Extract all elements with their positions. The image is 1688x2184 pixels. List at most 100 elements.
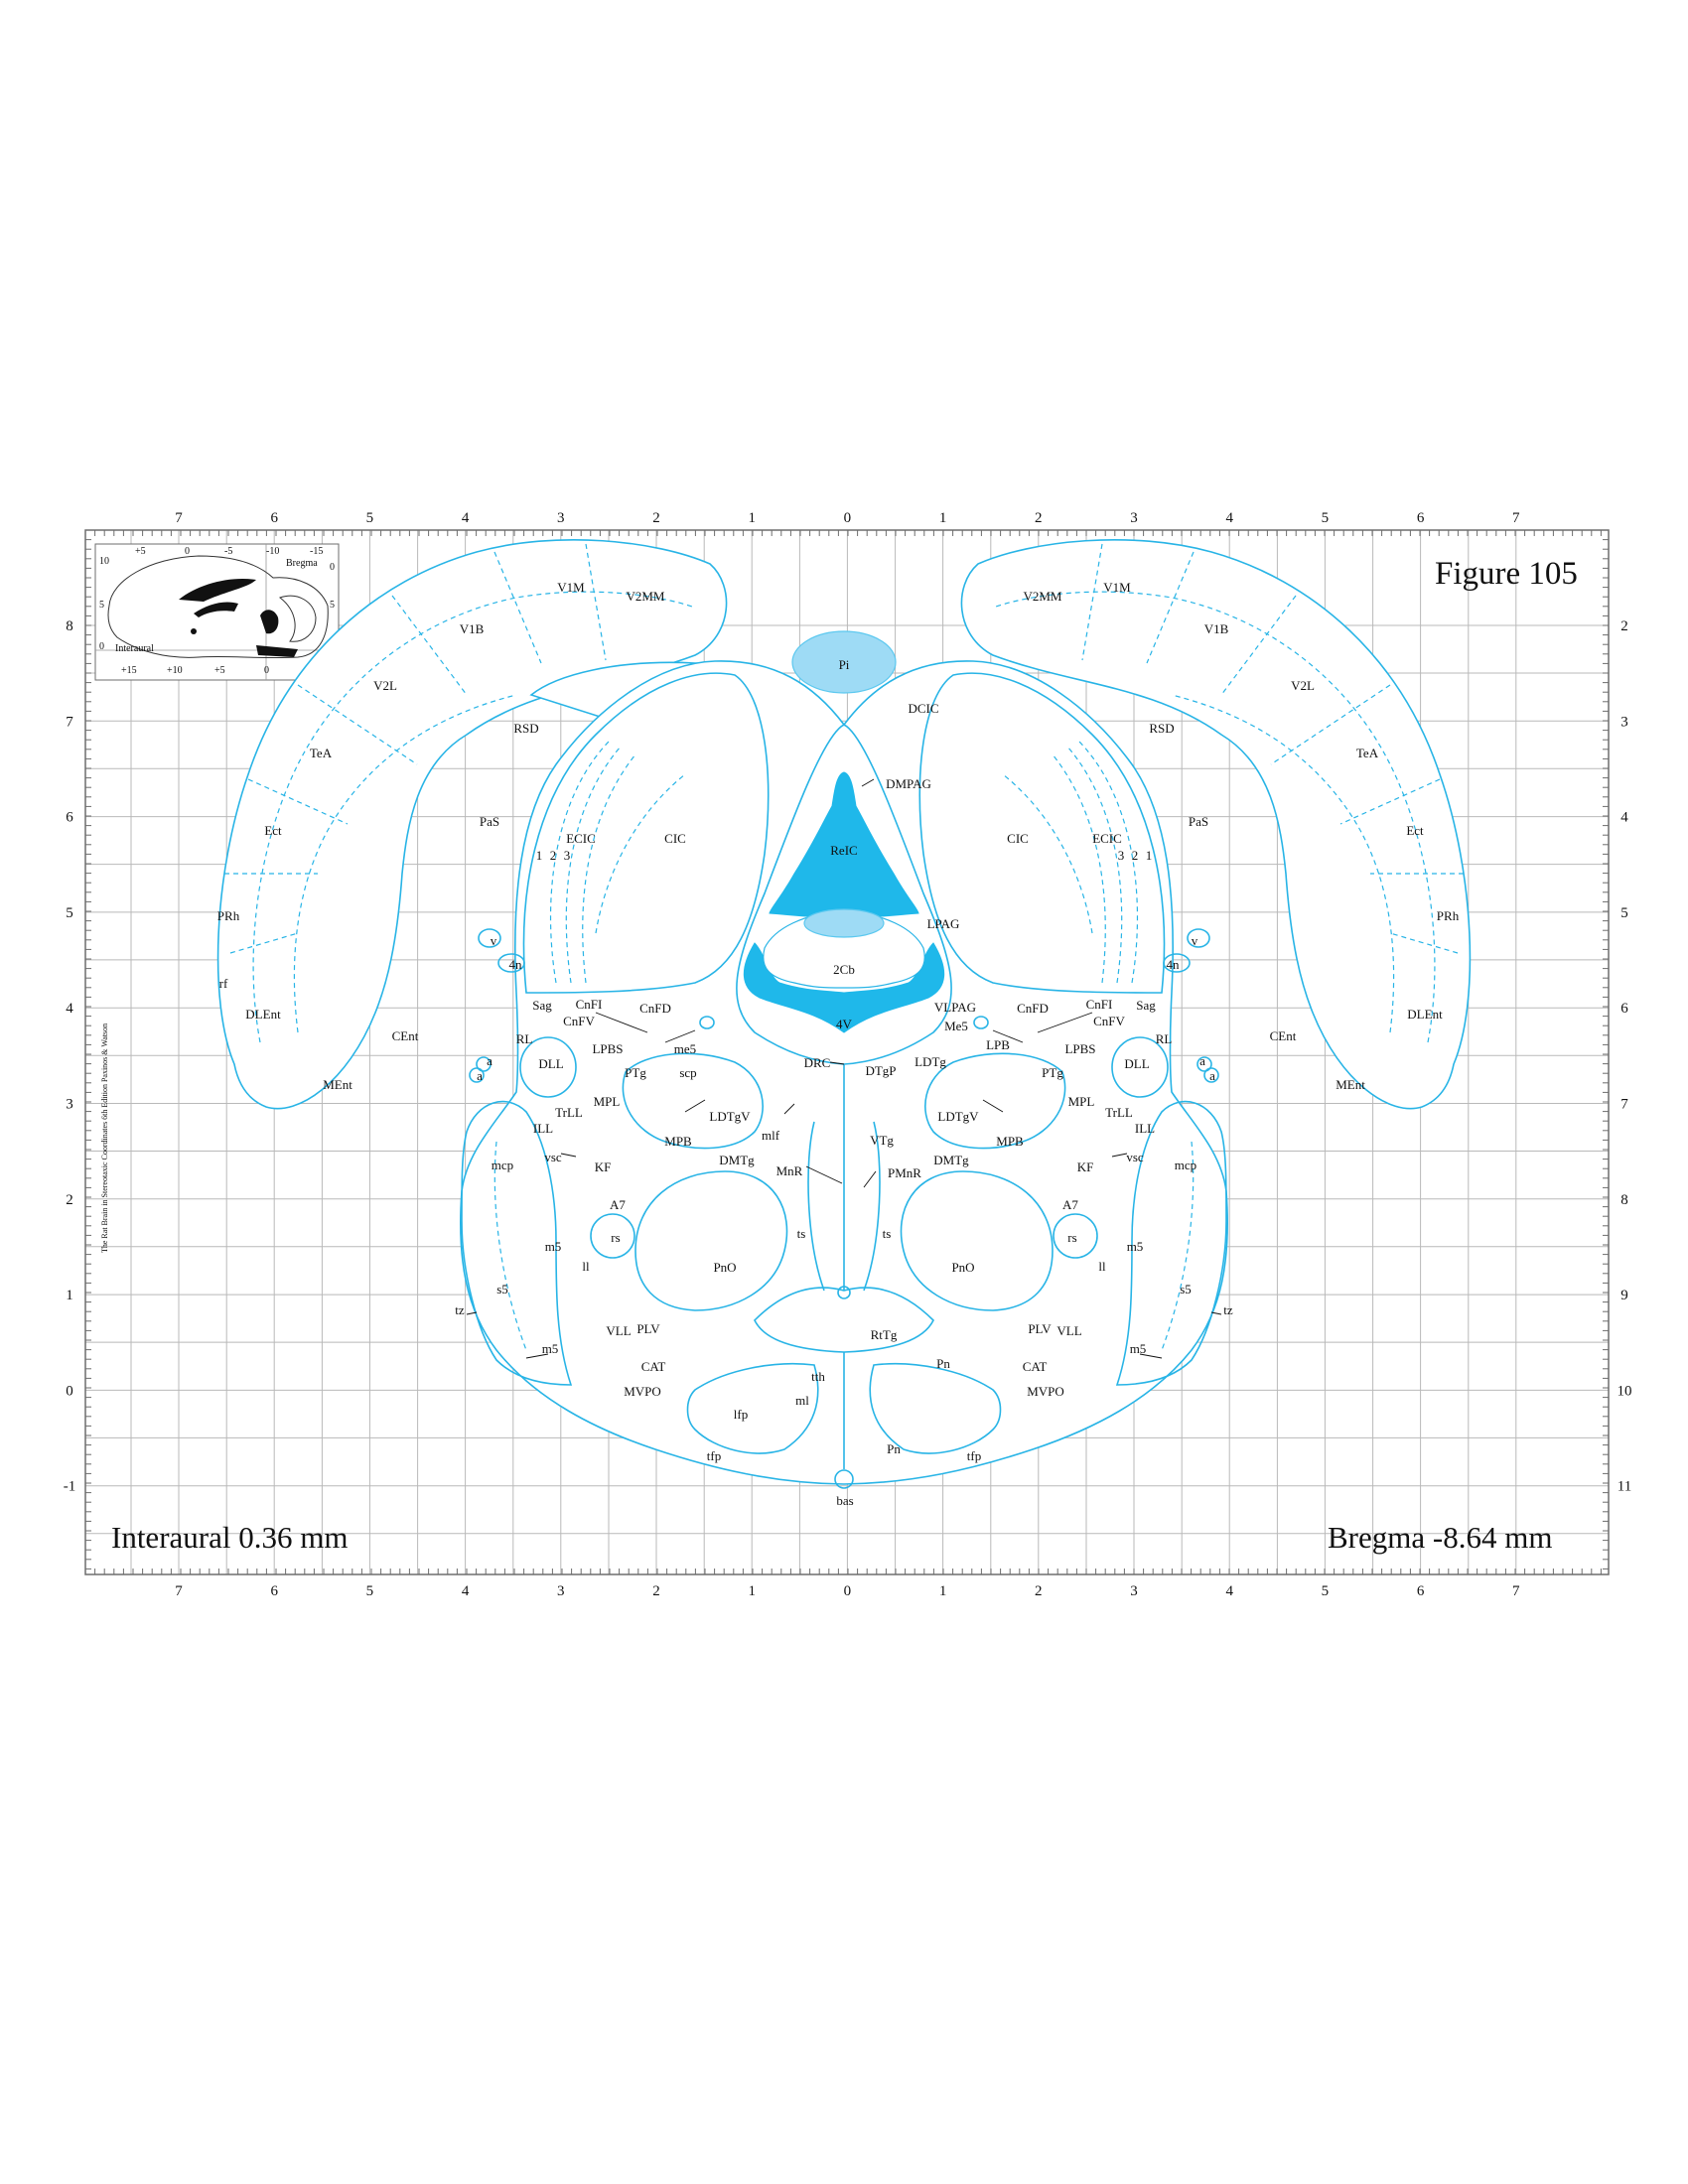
region-label-tea: TeA <box>1356 746 1379 760</box>
region-label-lpbs: LPBS <box>1064 1041 1095 1056</box>
figure-title: Figure 105 <box>1435 556 1578 592</box>
region-label-n2: 2 <box>1132 848 1139 863</box>
region-label-mpl: MPL <box>1068 1094 1095 1109</box>
axis-top-label: 1 <box>748 510 756 526</box>
region-label-ts: ts <box>797 1226 806 1241</box>
region-label-kf: KF <box>1077 1160 1094 1174</box>
region-label-v1m: V1M <box>557 580 585 595</box>
region-label-v2l: V2L <box>1291 678 1315 693</box>
axis-top-label: 5 <box>1322 510 1330 526</box>
region-labels: PiDCICDMPAGReICLPAG2Cb4VVLPAGV1MV2MMV1BV… <box>217 580 1460 1508</box>
axis-top-label: 2 <box>652 510 660 526</box>
region-label-vsc: vsc <box>544 1150 562 1164</box>
inset-bregma-label: Bregma <box>286 558 318 569</box>
axis-left-label: 4 <box>66 1001 73 1017</box>
region-label-cat: CAT <box>641 1359 666 1374</box>
axis-top-label: 4 <box>462 510 470 526</box>
region-label-mlf: mlf <box>762 1128 780 1143</box>
axis-left-label: 0 <box>66 1383 73 1399</box>
inset-right-num-1: 5 <box>330 600 335 611</box>
axis-top-label: 1 <box>939 510 947 526</box>
region-label-mvpo: MVPO <box>624 1384 661 1399</box>
region-label-dll: DLL <box>1124 1056 1149 1071</box>
region-label-cat: CAT <box>1023 1359 1048 1374</box>
region-label-pmnr: PMnR <box>888 1165 921 1180</box>
region-label-pi: Pi <box>839 657 850 672</box>
region-label-ldtg: LDTg <box>914 1054 946 1069</box>
region-label-rl: RL <box>1156 1031 1173 1046</box>
axis-top-label: 7 <box>175 510 183 526</box>
region-label-cnfv: CnFV <box>563 1014 595 1028</box>
region-label-4n: 4n <box>1167 957 1181 972</box>
region-label-rsd: RSD <box>513 721 538 736</box>
axis-right-label: 5 <box>1620 905 1628 921</box>
region-label-sag: Sag <box>1136 998 1156 1013</box>
region-label-v1m: V1M <box>1103 580 1131 595</box>
inset-left-num-0: 10 <box>99 556 109 567</box>
axis-bottom-label: 7 <box>1512 1583 1520 1599</box>
axis-left-label: 7 <box>66 714 73 730</box>
region-label-cnfv: CnFV <box>1093 1014 1125 1028</box>
axis-bottom-label: 5 <box>1322 1583 1330 1599</box>
region-label-pno: PnO <box>951 1260 974 1275</box>
region-label-scp: scp <box>679 1065 696 1080</box>
region-label-vlpag: VLPAG <box>934 1000 976 1015</box>
axis-left-label: 6 <box>66 810 73 826</box>
region-label-dlent: DLEnt <box>1407 1007 1443 1022</box>
region-label-ptg: PTg <box>625 1065 646 1080</box>
region-label-mvpo: MVPO <box>1027 1384 1064 1399</box>
region-label-s5: s5 <box>1180 1282 1192 1297</box>
region-label-tea: TeA <box>310 746 333 760</box>
inset-top-num-2: -5 <box>224 546 232 557</box>
region-label-prh: PRh <box>217 908 240 923</box>
leader-lines <box>466 778 1222 1359</box>
region-label-vll: VLL <box>1056 1323 1081 1338</box>
region-label-vtg: VTg <box>870 1133 894 1148</box>
region-label-bas: bas <box>836 1493 853 1508</box>
region-label-lpag: LPAG <box>927 916 960 931</box>
interaural-coordinate: Interaural 0.36 mm <box>111 1520 348 1555</box>
axis-left-label: 8 <box>66 618 73 634</box>
axis-right-label: 6 <box>1620 1001 1628 1017</box>
region-label-n1: 1 <box>1146 848 1153 863</box>
axis-bottom-label: 3 <box>1130 1583 1138 1599</box>
region-label-cent: CEnt <box>392 1028 419 1043</box>
region-label-dlent: DLEnt <box>245 1007 281 1022</box>
region-label-a: a <box>1209 1068 1215 1083</box>
region-label-cnfi: CnFI <box>1086 997 1113 1012</box>
region-label-ll: ll <box>1098 1259 1106 1274</box>
sagittal-inset: 10 5 0 +5 0 -5 -10 -15 0 5 Bregma Intera… <box>94 543 340 681</box>
region-label-4v: 4V <box>836 1017 853 1031</box>
inset-right-num-0: 0 <box>330 562 335 573</box>
axis-left-label: 2 <box>66 1192 73 1208</box>
region-label-rl: RL <box>516 1031 533 1046</box>
axis-right-label: 2 <box>1620 618 1628 634</box>
region-label-s5: s5 <box>496 1282 508 1297</box>
region-label-a: a <box>487 1053 492 1068</box>
region-label-cent: CEnt <box>1270 1028 1297 1043</box>
axis-left-label: 1 <box>66 1288 73 1303</box>
region-label-pas: PaS <box>1189 814 1208 829</box>
region-label-ecic: ECIC <box>1092 831 1122 846</box>
region-label-tz: tz <box>1223 1302 1233 1317</box>
region-label-cnfd: CnFD <box>639 1001 671 1016</box>
axis-left-label: 5 <box>66 905 73 921</box>
region-label-mpb: MPB <box>996 1134 1024 1149</box>
axis-right-label: 7 <box>1620 1097 1628 1113</box>
inset-bottom-num-1: +10 <box>167 665 183 676</box>
region-label-sag: Sag <box>532 998 552 1013</box>
region-label-rsd: RSD <box>1149 721 1174 736</box>
region-label-ment: MEnt <box>323 1077 352 1092</box>
axis-right-label: 4 <box>1620 810 1628 826</box>
region-label-dmpag: DMPAG <box>886 776 931 791</box>
region-label-prh: PRh <box>1437 908 1460 923</box>
inset-bottom-num-2: +5 <box>214 665 225 676</box>
region-label-cnfi: CnFI <box>576 997 603 1012</box>
region-label-a: a <box>1199 1053 1205 1068</box>
region-label-dtgp: DTgP <box>865 1063 896 1078</box>
region-label-pn: Pn <box>936 1356 950 1371</box>
axis-top-label: 2 <box>1035 510 1043 526</box>
